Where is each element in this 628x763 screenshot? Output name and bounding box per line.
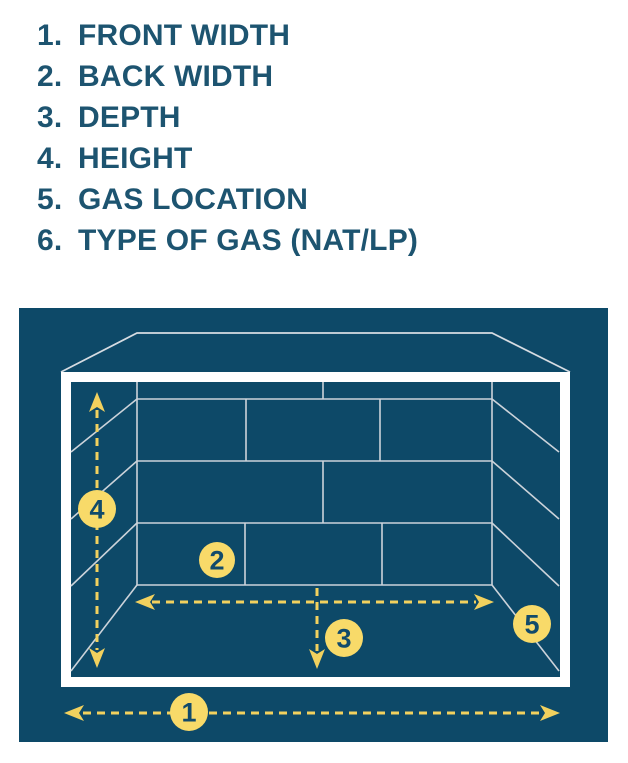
legend-item-front-width: 1. FRONT WIDTH (37, 15, 418, 56)
marker-number: 4 (89, 495, 104, 525)
front-width-measure-arrow (64, 705, 560, 721)
legend-item-height: 4. HEIGHT (37, 138, 418, 179)
fireplace-diagram: 1 2 3 4 5 (19, 308, 608, 742)
marker-number: 1 (181, 698, 196, 728)
marker-front-width: 1 (170, 693, 208, 731)
depth-measure-arrow (309, 588, 325, 669)
arrow-right-head (540, 705, 560, 721)
legend-item-label: BACK WIDTH (78, 60, 274, 93)
marker-height: 4 (78, 490, 116, 528)
arrow-down-head (89, 648, 105, 668)
legend-item-number: 6. (37, 224, 63, 257)
right-wall-course-line (491, 398, 560, 453)
arrow-down-head (309, 649, 325, 669)
left-wall-course-line (70, 398, 138, 453)
legend-item-depth: 3. DEPTH (37, 97, 418, 138)
marker-depth: 3 (325, 619, 363, 657)
legend-item-back-width: 2. BACK WIDTH (37, 56, 418, 97)
back-wall-bricks (136, 382, 493, 586)
marker-gas-location: 5 (513, 605, 551, 643)
marker-number: 2 (209, 546, 224, 576)
marker-number: 5 (524, 610, 539, 640)
legend-item-number: 3. (37, 101, 63, 134)
legend-item-label: DEPTH (78, 101, 181, 134)
left-wall-lines (70, 398, 138, 672)
legend-item-gas-location: 5. GAS LOCATION (37, 179, 418, 220)
legend-item-number: 5. (37, 183, 63, 216)
arrow-right-head (474, 594, 494, 610)
marker-back-width: 2 (199, 542, 235, 578)
arrow-up-head (89, 392, 105, 412)
measurement-legend: 1. FRONT WIDTH 2. BACK WIDTH 3. DEPTH 4.… (37, 15, 418, 261)
legend-item-label: FRONT WIDTH (78, 19, 291, 52)
legend-item-type-of-gas: 6. TYPE OF GAS (NAT/LP) (37, 220, 418, 261)
mantel-top-outline (60, 332, 571, 373)
marker-circle (325, 619, 363, 657)
right-wall-course-line (491, 460, 560, 520)
legend-item-number: 4. (37, 142, 63, 175)
marker-circle (513, 605, 551, 643)
left-wall-course-line (70, 522, 138, 587)
legend-item-label: GAS LOCATION (78, 183, 309, 216)
marker-circle (170, 693, 208, 731)
arrow-left-head (64, 705, 84, 721)
back-width-measure-arrow (135, 594, 494, 610)
marker-circle (199, 542, 235, 578)
legend-item-number: 2. (37, 60, 63, 93)
right-wall-course-line (491, 522, 560, 587)
left-floor-seam-line (70, 584, 138, 672)
marker-number: 3 (336, 624, 351, 654)
legend-item-number: 1. (37, 19, 63, 52)
marker-circle (78, 490, 116, 528)
arrow-left-head (135, 594, 155, 610)
firebox-opening-frame (61, 372, 570, 687)
legend-item-label: HEIGHT (78, 142, 193, 175)
height-measure-arrow (89, 392, 105, 668)
legend-item-label: TYPE OF GAS (NAT/LP) (78, 224, 419, 257)
